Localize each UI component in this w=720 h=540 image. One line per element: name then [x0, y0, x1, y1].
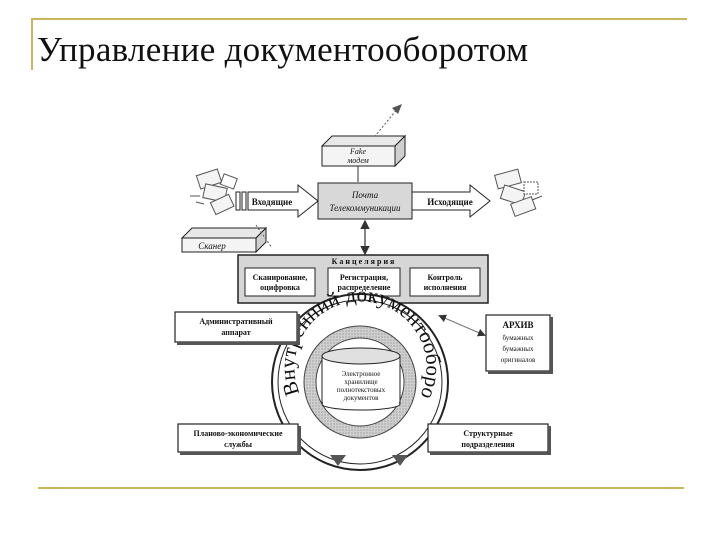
storage-cylinder: Электронное хранилище полнотекстовых док… — [321, 347, 401, 411]
incoming-label: Входящие — [252, 197, 292, 207]
mail-telecom-box: Почта Телекоммуникации — [317, 182, 413, 220]
archive-title: АРХИВ — [502, 320, 533, 330]
office-panel: К а н ц е л я р и я Сканирование, оцифро… — [237, 254, 489, 304]
incoming-arrow: Входящие — [235, 183, 319, 219]
mail-label-1: Почта — [351, 190, 379, 200]
scanner-box: Сканер — [180, 226, 268, 254]
left-rule — [31, 18, 33, 70]
outgoing-label: Исходящие — [427, 197, 472, 207]
planning-label-1: Планово-экономические — [193, 429, 282, 438]
archive-link — [438, 314, 486, 337]
structural-box: Структурные подразделения — [427, 423, 551, 455]
archive-label-2: бумажных — [503, 345, 534, 353]
mail-label-2: Телекоммуникации — [329, 203, 401, 213]
scanner-label: Сканер — [198, 241, 226, 251]
structural-label-2: подразделения — [461, 440, 515, 449]
archive-label-1: бумажных — [503, 334, 534, 342]
fax-uplink-arrow — [371, 104, 402, 141]
admin-box: Административный аппарат — [174, 311, 300, 345]
storage-label-4: документов — [344, 394, 380, 402]
archive-box: АРХИВ бумажных бумажных оригиналов — [485, 314, 553, 374]
office-item-reg-2: распределение — [338, 283, 391, 292]
storage-label-2: хранилище — [344, 378, 377, 386]
admin-label-1: Административный — [199, 317, 273, 326]
office-title: К а н ц е л я р и я — [332, 257, 395, 266]
bottom-rule — [38, 487, 684, 489]
ring-arrow-left — [330, 455, 346, 466]
fax-modem-box: Fake модем — [320, 134, 407, 168]
office-item-reg-1: Регистрация, — [340, 273, 388, 282]
storage-label-1: Электронное — [342, 370, 381, 378]
ring-arrow-right — [392, 455, 408, 466]
scanner-link — [255, 224, 273, 249]
outgoing-arrow: Исходящие — [411, 183, 491, 219]
storage-label-3: полнотекстовых — [337, 386, 386, 394]
top-rule — [31, 18, 687, 20]
office-item-scan-2: оцифровка — [260, 283, 300, 292]
incoming-papers-icon — [190, 168, 238, 216]
admin-label-2: аппарат — [221, 328, 250, 337]
office-item-scan-1: Сканирование, — [253, 273, 308, 282]
outgoing-papers-icon — [493, 168, 543, 217]
page-title: Управление документооборотом — [37, 30, 529, 69]
planning-box: Планово-экономические службы — [177, 423, 301, 455]
archive-label-3: оригиналов — [501, 356, 536, 364]
office-item-control-1: Контроль — [427, 273, 463, 282]
office-item-control-2: исполнения — [424, 283, 468, 292]
structural-label-1: Структурные — [463, 429, 513, 438]
fax-label-2: модем — [346, 156, 369, 165]
fax-label-1: Fake — [349, 147, 366, 156]
planning-label-2: службы — [224, 440, 253, 449]
